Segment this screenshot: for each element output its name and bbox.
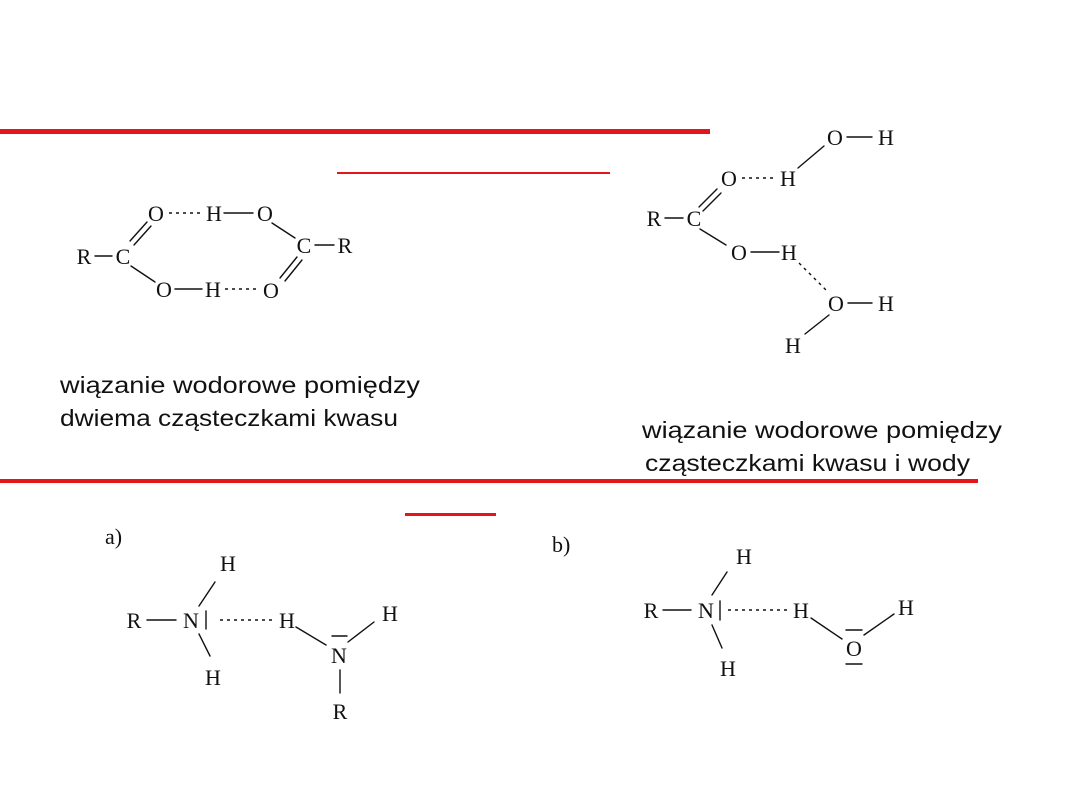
- panel-label-b: b): [552, 532, 570, 557]
- short-red-rule-top: [337, 172, 610, 174]
- atom-r-right: R: [338, 233, 353, 258]
- atom-o-carbonyl: O: [721, 166, 737, 191]
- double-bond-line-1: [129, 221, 148, 242]
- acid-water-structure: R C O H O H O H O H H: [647, 125, 894, 358]
- atom-n: N: [698, 598, 714, 623]
- double-bond-line-1: [279, 256, 298, 279]
- single-bond: [130, 265, 156, 283]
- single-bond: [804, 314, 830, 335]
- acid-dimer-caption: wiązanie wodorowe pomiędzy dwiema cząste…: [59, 372, 421, 431]
- atom-h-water-2: H: [878, 291, 894, 316]
- short-red-rule-middle: [405, 513, 496, 516]
- amine-amine-structure: R N H H H N H R: [127, 551, 398, 724]
- single-bond: [347, 621, 375, 643]
- hydrogen-bond-dotted: [798, 262, 827, 291]
- atom-c-right: C: [297, 233, 312, 258]
- single-bond: [198, 633, 211, 657]
- atom-h-hydroxyl: H: [781, 240, 797, 265]
- atom-h-bottom: H: [720, 656, 736, 681]
- top-red-rule: [0, 129, 710, 134]
- acid-dimer-structure: R C O H O C R O O H: [77, 201, 353, 303]
- single-bond: [711, 624, 723, 649]
- double-bond-line-2: [702, 192, 722, 212]
- atom-h-water-2b: H: [785, 333, 801, 358]
- atom-h-bottom: H: [205, 277, 221, 302]
- double-bond-line-2: [133, 225, 152, 246]
- atom-o-water-1: O: [827, 125, 843, 150]
- atom-h-bridging: H: [793, 598, 809, 623]
- atom-o-bottom-right: O: [263, 278, 279, 303]
- atom-o-water-2: O: [828, 291, 844, 316]
- double-bond-line-2: [284, 259, 303, 282]
- single-bond: [863, 613, 895, 636]
- single-bond: [711, 571, 728, 596]
- caption-line-2: dwiema cząsteczkami kwasu: [60, 405, 398, 431]
- panel-label-a: a): [105, 524, 122, 549]
- atom-h-right: H: [898, 595, 914, 620]
- single-bond: [699, 228, 727, 246]
- double-bond-line-1: [698, 188, 718, 208]
- acid-water-caption: wiązanie wodorowe pomiędzy cząsteczkami …: [641, 417, 1003, 476]
- atom-n: N: [183, 608, 199, 633]
- middle-red-rule: [0, 479, 978, 483]
- single-bond: [797, 145, 825, 169]
- atom-h-water-1b: H: [878, 125, 894, 150]
- atom-r: R: [647, 206, 662, 231]
- atom-r: R: [127, 608, 142, 633]
- atom-r: R: [644, 598, 659, 623]
- atom-h-top: H: [220, 551, 236, 576]
- atom-o-hydroxyl: O: [731, 240, 747, 265]
- atom-r-left: R: [77, 244, 92, 269]
- single-bond: [295, 626, 327, 646]
- amine-water-structure: R N H H H O H: [644, 544, 914, 681]
- atom-h-bottom: H: [205, 665, 221, 690]
- atom-h-top: H: [206, 201, 222, 226]
- caption-line-2: cząsteczkami kwasu i wody: [645, 450, 971, 476]
- atom-c-left: C: [116, 244, 131, 269]
- atom-c: C: [687, 206, 702, 231]
- atom-o: O: [846, 636, 862, 661]
- single-bond: [271, 222, 296, 239]
- atom-o-top-right: O: [257, 201, 273, 226]
- single-bond: [198, 581, 216, 607]
- atom-o-bottom-left: O: [156, 277, 172, 302]
- single-bond: [810, 617, 843, 640]
- atom-h-bridging: H: [279, 608, 295, 633]
- atom-r-second: R: [333, 699, 348, 724]
- atom-h-top: H: [736, 544, 752, 569]
- atom-n-second: N: [331, 643, 347, 668]
- atom-h-water-1: H: [780, 166, 796, 191]
- caption-line-1: wiązanie wodorowe pomiędzy: [59, 372, 421, 398]
- atom-o-top-left: O: [148, 201, 164, 226]
- atom-h-right: H: [382, 601, 398, 626]
- caption-line-1: wiązanie wodorowe pomiędzy: [641, 417, 1003, 443]
